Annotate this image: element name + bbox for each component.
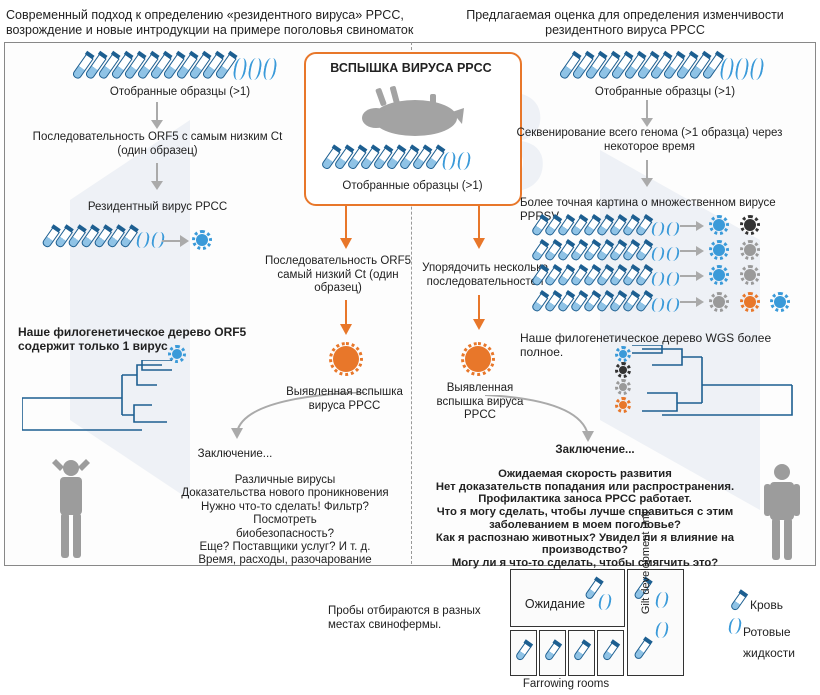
blue-virus-icon [709, 265, 729, 285]
right-outcome: Профилактика заноса PPCC работает. [478, 493, 692, 506]
right-outcome: Могу ли я что-то сделать, чтобы смягчить… [451, 556, 719, 569]
left-conclusion-arrow [231, 392, 366, 439]
arrow-down-icon [641, 160, 653, 187]
left-outcome: Нужно что-то сделать! Фильтр? Посмотреть [201, 500, 369, 527]
left-conclusion: Заключение... [197, 448, 273, 460]
right-conclusion-arrow [484, 395, 594, 442]
outbreak-title: ВСПЫШКА ВИРУСА PPCC [330, 61, 492, 75]
blue-virus-icon [709, 215, 729, 235]
left-resident-tubes [41, 227, 167, 249]
orange-arrow-down-icon [473, 204, 485, 249]
tree-virus-icon [615, 379, 631, 395]
blood-legend-icon [729, 592, 747, 612]
left-outcome: Доказательства нового проникновения [181, 487, 389, 500]
wgs-row-tubes [530, 267, 682, 287]
right-outcome: Что я могу сделать, чтобы лучше справить… [436, 506, 734, 519]
orange-virus-icon [740, 292, 760, 312]
gray-virus-icon [740, 240, 760, 260]
right-outcome: Как я распознаю животных? Увидел ли я вл… [435, 531, 735, 544]
gray-virus-icon [709, 292, 729, 312]
center-sequence-several: Упорядочить несколько последовательносте… [422, 262, 548, 288]
tree-virus-icon [615, 346, 631, 362]
waiting-room: Ожидание [510, 569, 625, 627]
blood-tube-icon [632, 639, 652, 661]
farrowing-room [510, 630, 537, 676]
wgs-row-tubes [530, 242, 682, 262]
orange-arrow-down-icon [340, 300, 352, 335]
left-outcome: Еще? Поставщики услуг? И т. д. [199, 541, 371, 554]
right-header: Предлагаемая оценка для определения изме… [466, 8, 784, 37]
outbreak-virus-icon [329, 342, 363, 376]
oral-fluid-icon [597, 594, 613, 610]
waiting-label: Ожидание [524, 597, 586, 611]
right-phylo-tree [632, 345, 793, 416]
oral-fluid-icon [654, 622, 670, 638]
single-virus-icon [168, 345, 186, 363]
resident-virus-icon [192, 230, 212, 250]
calm-person-icon [764, 464, 800, 560]
right-samples-label: Отобранные образцы (>1) [594, 86, 736, 98]
right-outcome: Нет доказательств попадания или распрост… [435, 480, 735, 493]
wgs-arrows [680, 221, 704, 307]
right-sample-tubes [558, 53, 766, 81]
right-outcome: производство? [541, 544, 629, 557]
farrowing-room [539, 630, 566, 676]
farrowing-room [568, 630, 595, 676]
farrowing-label: Farrowing rooms [522, 678, 610, 690]
arrow-right-icon [162, 235, 189, 247]
outbreak-sample-tubes [320, 147, 473, 171]
detected-outbreak-right: Выявленная вспышка вируса PPCC [436, 382, 524, 421]
orange-arrow-down-icon [340, 204, 352, 249]
gilt-unit [627, 569, 684, 676]
blue-virus-icon [709, 240, 729, 260]
left-sample-tubes [71, 53, 279, 81]
right-tree-title: Наше филогенетическое дерево WGS более п… [520, 331, 772, 359]
right-outcome: Ожидаемая скорость развития [498, 468, 672, 480]
outbreak-virus-icon [461, 342, 495, 376]
worried-person-icon [52, 459, 90, 558]
right-wgs-label: Секвенирование всего генома (>1 образца)… [516, 127, 783, 153]
left-outcome: биобезопасность? [235, 527, 335, 540]
left-header: Современный подход к определению «резиде… [6, 8, 414, 37]
wgs-row-tubes [530, 293, 682, 313]
blue-virus-icon [770, 292, 790, 312]
left-phylo-tree [22, 360, 172, 431]
detected-outbreak-left: Выявленная вспышка вируса PPCC [286, 386, 403, 412]
oral-legend-icon [727, 618, 743, 634]
right-conclusion: Заключение... [555, 444, 635, 456]
pig-icon [362, 86, 464, 136]
gray-virus-icon [740, 265, 760, 285]
arrow-down-icon [151, 163, 163, 190]
orange-arrow-down-icon [473, 295, 485, 330]
legend-blood: Кровь [750, 598, 783, 612]
sampling-note: Пробы отбираются в разных местах свинофе… [328, 605, 481, 631]
oral-fluid-icon [654, 592, 670, 608]
farrowing-room [597, 630, 624, 676]
left-outcomes: Различные вирусы Доказательства нового п… [170, 474, 400, 568]
left-outcome: Различные вирусы [234, 474, 336, 486]
left-samples-label: Отобранные образцы (>1) [109, 86, 251, 98]
wgs-row-tubes [530, 217, 682, 237]
legend-oral: Ротовые жидкости [743, 625, 795, 660]
right-outcomes: Ожидаемая скорость развития Нет доказате… [405, 468, 765, 570]
tree-virus-icon [615, 362, 631, 378]
black-virus-icon [740, 215, 760, 235]
center-seq-label: Последовательность ORF5 самый низкий Ct … [265, 255, 411, 294]
left-outcome: Время, расходы, разочарование [198, 554, 372, 567]
right-outcome: заболеванием в моем поголовье? [489, 518, 681, 531]
outbreak-samples-label: Отобранные образцы (>1) [342, 180, 483, 192]
tree-virus-icon [615, 397, 631, 413]
gilt-label: Gilt development unit [640, 510, 652, 615]
left-seq-label: Последовательность ORF5 с самым низким C… [32, 131, 283, 157]
watermark-background: 3 [70, 63, 760, 510]
arrow-down-icon [151, 102, 163, 129]
divider [411, 42, 412, 564]
left-tree-title: Наше филогенетическое дерево ORF5 содерж… [18, 325, 247, 353]
left-resident-label: Резидентный вирус PPCC [87, 201, 228, 213]
arrow-down-icon [641, 100, 653, 127]
